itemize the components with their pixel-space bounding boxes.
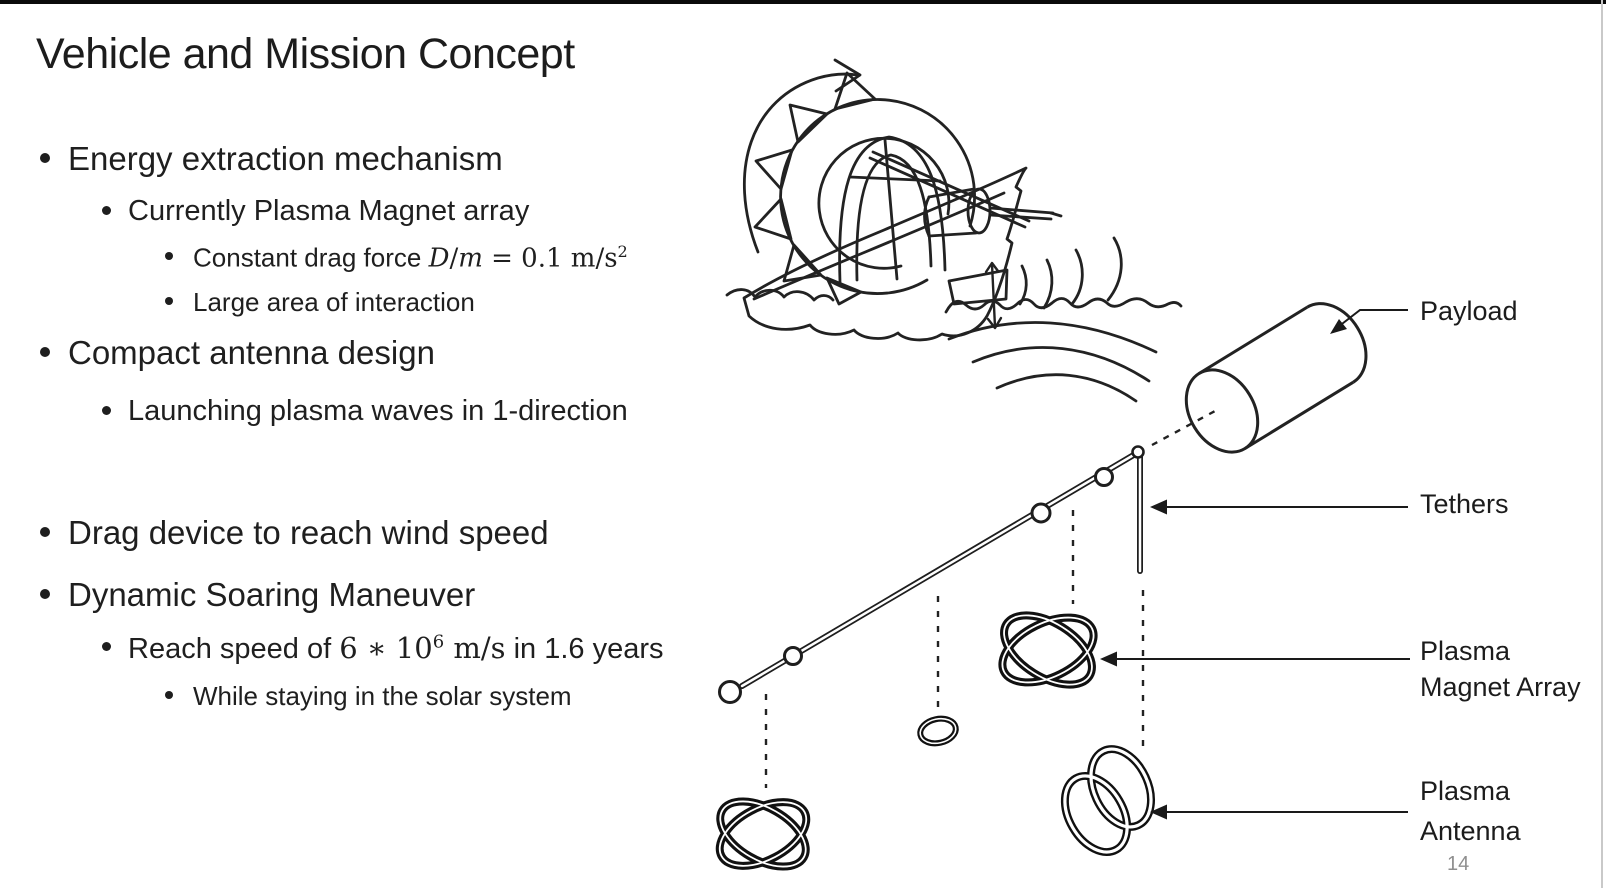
- label-tethers: Tethers: [1420, 489, 1509, 520]
- page-number: 14: [1447, 853, 1470, 875]
- water-waves: [725, 288, 1183, 403]
- drag-slash: /: [449, 243, 459, 274]
- right-edge-line: [1601, 0, 1603, 888]
- bullet-launching-waves: Launching plasma waves in 1-direction: [102, 395, 628, 428]
- bullet-marker: [102, 406, 111, 415]
- small-ring: [917, 715, 959, 747]
- plasma-antenna-leader: [1150, 804, 1408, 820]
- tethers-leader: [1150, 499, 1408, 515]
- bullet-text: Drag device to reach wind speed: [68, 514, 549, 551]
- bullet-text: Large area of interaction: [193, 287, 475, 317]
- label-plasma-antenna: Plasma Antenna: [1420, 771, 1521, 851]
- speed-exponent: 6: [432, 631, 445, 653]
- truss-joint: [783, 646, 803, 666]
- label-payload: Payload: [1420, 296, 1518, 327]
- bullet-marker: [40, 347, 50, 357]
- bullet-energy-extraction: Energy extraction mechanism: [40, 140, 503, 178]
- bullet-text: Dynamic Soaring Maneuver: [68, 576, 476, 613]
- bullet-marker: [102, 206, 111, 215]
- truss-joint: [1030, 502, 1052, 524]
- bullet-reach-speed: Reach speed of 6 ∗ 106 m/s in 1.6 years: [102, 631, 664, 666]
- suspension-lines: [764, 409, 1216, 788]
- plasma-magnet-leader: [1100, 651, 1410, 667]
- drag-rest: = 0.1 m/s: [482, 243, 618, 274]
- slide-title: Vehicle and Mission Concept: [36, 30, 575, 78]
- label-text-line1: Plasma: [1420, 636, 1511, 666]
- drag-var2: m: [458, 243, 483, 274]
- boat-hull: [742, 166, 1028, 342]
- bullet-text: Launching plasma waves in 1-direction: [128, 395, 628, 427]
- bullet-marker: [102, 642, 111, 651]
- label-plasma-magnet-array: Plasma Magnet Array: [1420, 633, 1581, 705]
- speed-unit: m/s: [444, 631, 506, 665]
- bullet-text: Compact antenna design: [68, 334, 435, 371]
- bullet-text: While staying in the solar system: [193, 681, 572, 711]
- bullet-text: Reach speed of 6 ∗ 106 m/s in 1.6 years: [128, 631, 664, 666]
- paddle-wheel: [753, 71, 976, 306]
- tether-truss: [718, 445, 1145, 704]
- truss-top-cap: [1131, 445, 1145, 459]
- label-text: Payload: [1420, 296, 1518, 326]
- bullet-text: Energy extraction mechanism: [68, 140, 503, 177]
- deck-pod: [923, 187, 1063, 238]
- speed-suffix: in 1.6 years: [505, 633, 664, 665]
- bullet-marker: [40, 153, 50, 163]
- speed-base: 6 ∗ 10: [339, 631, 433, 665]
- label-text: Tethers: [1420, 489, 1509, 519]
- wave-arcs: [1018, 236, 1123, 310]
- plasma-magnet-array: [998, 611, 1098, 689]
- label-text-line2: Antenna: [1420, 816, 1521, 846]
- plasma-antenna-rings: [1060, 745, 1155, 856]
- payload-leader: [1330, 309, 1408, 334]
- bullet-constant-drag: Constant drag force D/m = 0.1 m/s2: [165, 242, 628, 274]
- bullet-while-staying: While staying in the solar system: [165, 681, 572, 712]
- bullet-text: Currently Plasma Magnet array: [128, 195, 530, 227]
- payload-cylinder: [1184, 302, 1368, 454]
- plasma-magnet-array-left: [715, 797, 811, 871]
- bullet-text: Constant drag force D/m = 0.1 m/s2: [193, 242, 628, 274]
- bullet-large-area: Large area of interaction: [165, 287, 475, 318]
- bullet-drag-device: Drag device to reach wind speed: [40, 514, 549, 552]
- stern-flap: [947, 261, 1009, 330]
- bullet-marker: [40, 527, 50, 537]
- bullet-dynamic-soaring: Dynamic Soaring Maneuver: [40, 576, 475, 614]
- label-text-line2: Magnet Array: [1420, 672, 1581, 702]
- bullet-marker: [165, 252, 173, 260]
- drag-prefix: Constant drag force: [193, 242, 429, 273]
- bullet-currently-plasma: Currently Plasma Magnet array: [102, 195, 529, 228]
- boat-sketch: [725, 58, 1183, 403]
- drag-var1: D: [428, 243, 450, 274]
- top-border-bar: [0, 0, 1606, 4]
- truss-end-ball: [718, 680, 742, 704]
- speed-prefix: Reach speed of: [128, 633, 340, 665]
- leader-arrows: [1100, 309, 1410, 820]
- bullet-marker: [40, 589, 50, 599]
- truss-joint: [1094, 467, 1114, 487]
- bullet-marker: [165, 691, 173, 699]
- bullet-marker: [165, 297, 173, 305]
- bullet-compact-antenna: Compact antenna design: [40, 334, 435, 372]
- drag-exponent: 2: [617, 242, 628, 261]
- label-text-line1: Plasma: [1420, 776, 1511, 806]
